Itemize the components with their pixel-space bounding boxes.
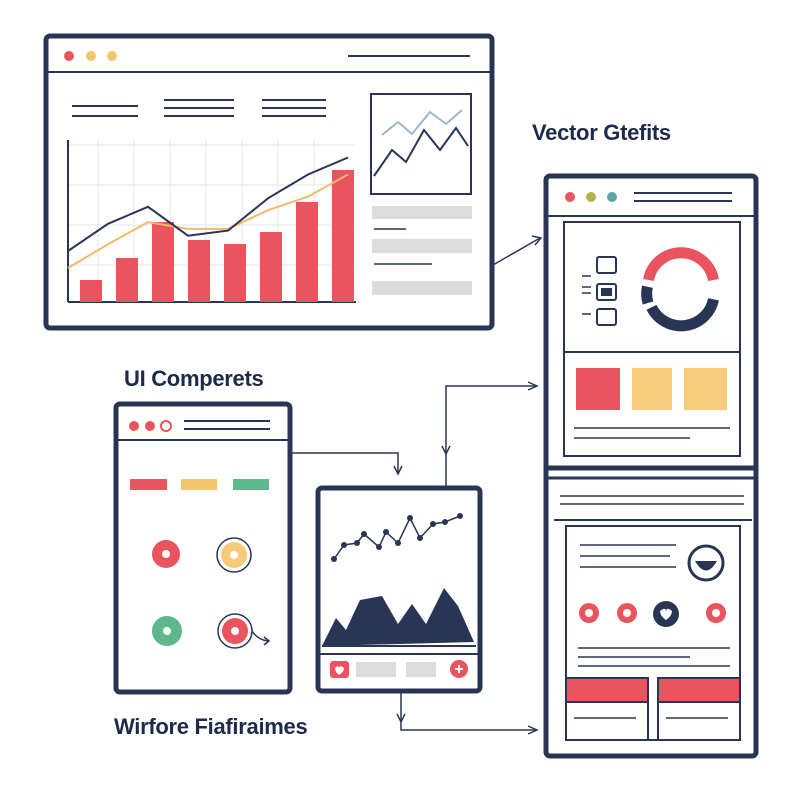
vector-section-title: Vector Gtefits (532, 120, 671, 145)
color-block-yellow[interactable] (684, 368, 727, 410)
media-bar[interactable] (356, 662, 396, 677)
donut-chart (641, 247, 719, 332)
panel-section-top (563, 221, 741, 457)
window-minimize-dot[interactable] (586, 192, 596, 202)
profile-text-lines (580, 544, 676, 568)
card-button-right[interactable] (657, 677, 741, 703)
dashboard-window (43, 33, 495, 331)
media-window (315, 485, 483, 694)
connector-arrows (290, 235, 543, 735)
color-block-yellow[interactable] (632, 368, 672, 410)
checkbox[interactable] (596, 308, 617, 326)
chart-bar (296, 202, 318, 302)
window-close-dot[interactable] (64, 51, 74, 61)
chart-bar (260, 232, 282, 302)
section-header-lines (560, 495, 744, 505)
panel-section-bottom (565, 525, 741, 741)
section-text-lines (574, 427, 730, 439)
ui-components-window (113, 401, 293, 695)
dashboard-row-lines (374, 228, 432, 265)
window-close-dot[interactable] (565, 192, 575, 202)
chart-bar (332, 170, 354, 302)
tag-yellow[interactable] (181, 479, 217, 490)
wireframe-section-title: Wirfore Fiafiraimes (114, 714, 308, 739)
chart-trend-line-secondary (67, 173, 349, 269)
card-left (565, 701, 649, 741)
window-maximize-dot[interactable] (160, 420, 172, 432)
card-right (657, 701, 741, 741)
bottom-text-lines (578, 647, 730, 667)
dashboard-gray-rows (372, 206, 472, 295)
profile-avatar-icon[interactable] (687, 544, 725, 582)
scatter-points (331, 513, 463, 562)
chart-trend-line-primary (67, 156, 349, 252)
chart-bar (224, 244, 246, 302)
color-block-red[interactable] (576, 368, 620, 410)
checkbox-check-mark (601, 288, 612, 296)
window-minimize-dot[interactable] (86, 51, 96, 61)
mini-chart-line-light (381, 109, 463, 136)
tag-green[interactable] (233, 479, 269, 490)
checkbox[interactable] (596, 256, 617, 274)
media-bar[interactable] (406, 662, 436, 677)
chart-bar (152, 222, 174, 302)
action-icons-row (579, 601, 726, 627)
ui-section-title: UI Comperets (124, 366, 264, 391)
dashboard-header-lines (72, 99, 326, 117)
window-maximize-dot[interactable] (607, 192, 617, 202)
card-button-left[interactable] (565, 677, 649, 703)
mountain-area-chart (322, 588, 474, 646)
tag-red[interactable] (130, 479, 167, 490)
window-maximize-dot[interactable] (107, 51, 117, 61)
right-panel-window (543, 173, 759, 759)
window-minimize-dot[interactable] (145, 421, 155, 431)
mini-chart-line-dark (373, 126, 469, 177)
mini-line-chart-panel (370, 93, 472, 195)
ui-components-frame (113, 401, 293, 695)
chart-bars (80, 170, 354, 302)
checkbox-list (582, 256, 617, 326)
chart-bar (116, 258, 138, 302)
chart-bar (80, 280, 102, 302)
chart-bar (188, 240, 210, 302)
window-close-dot[interactable] (129, 421, 139, 431)
